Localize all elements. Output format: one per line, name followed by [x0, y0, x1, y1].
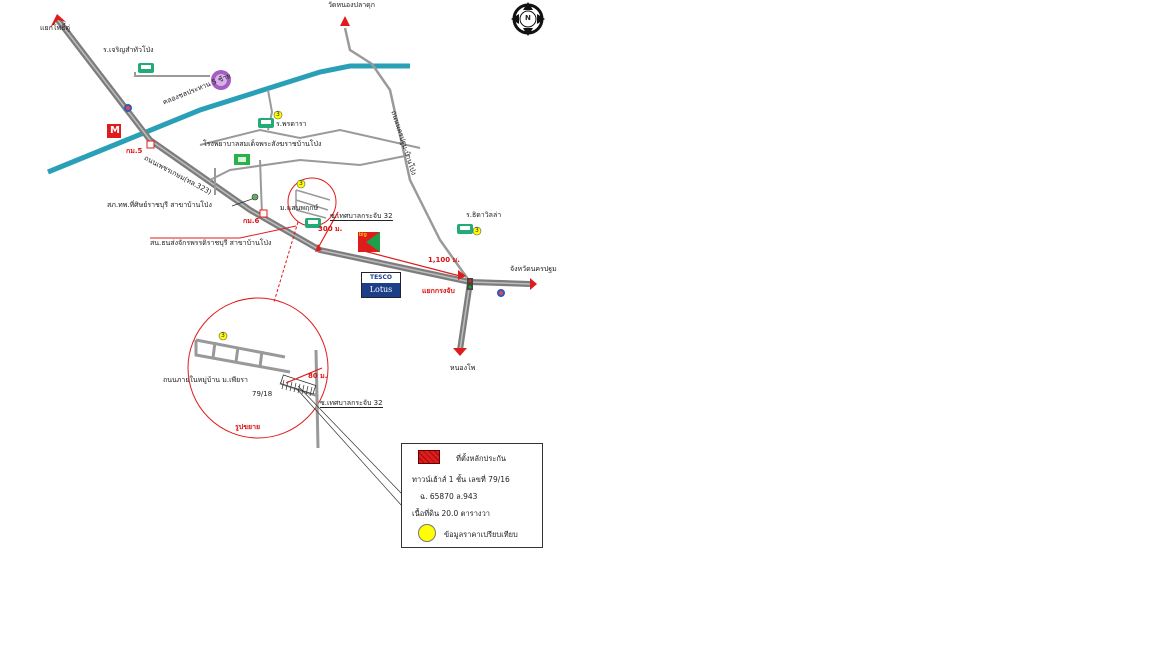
comparison-swatch [418, 524, 436, 542]
comparison-marker [273, 110, 283, 120]
canal-line [47, 63, 410, 175]
school-icon [305, 218, 321, 228]
label-km5: กม.5 [126, 147, 143, 155]
arrow-north-temple [340, 16, 350, 26]
legend-comparison: ข้อมูลราคาเปรียบเทียบ [444, 530, 518, 539]
road-to-temple [343, 27, 472, 283]
comparison-marker [296, 179, 306, 189]
label-inset-caption: รูปขยาย [235, 423, 261, 431]
legend-collateral: ที่ตั้งหลักประกัน [456, 454, 507, 463]
label-inset-soi: ซ.เทศบาลกระจับ 32 [320, 399, 383, 408]
label-police-1: สภ.ทพ.ที่ศิษย์ราชบุรี สาขาบ้านโป่ง [107, 201, 212, 209]
label-to-nakhonpathom: จังหวัดนครปฐม [510, 265, 557, 273]
marker-number: 3 [299, 180, 303, 187]
label-school-mid: ร.พรดารา [276, 120, 307, 128]
label-junction: แยกกรงจับ [422, 287, 455, 295]
tesco-text: TESCO [369, 274, 393, 281]
marker-number: 3 [475, 227, 479, 234]
bigc-label: big [359, 232, 367, 238]
tesco-lotus-logo: TESCO Lotus [361, 272, 401, 298]
label-to-nongpho: หนองโพ [450, 364, 476, 372]
label-top-left-junction: แยกโพธิ์ดู่ [40, 24, 71, 32]
label-inset-road: ถนนภายในหมู่บ้าน ม.เพียรา [163, 376, 248, 384]
label-inset-plot: 79/18 [252, 390, 273, 398]
lotus-text: Lotus [362, 283, 400, 297]
label-top-temple: วัดหนองปลาดุก [328, 1, 375, 9]
label-school-right: ร.ธิดาวิลล่า [466, 211, 502, 219]
school-icon [457, 224, 473, 234]
legend-house-type: ทาวน์เฮ้าส์ 1 ชั้น เลขที่ 79/16 [412, 475, 510, 484]
comparison-marker [472, 226, 482, 236]
marker-number: 3 [276, 111, 280, 118]
traffic-signal-icon [467, 278, 473, 290]
arrow-south [453, 348, 467, 356]
label-school-top: ร.เจริญสำทัวโป่ง [103, 46, 154, 54]
label-dist-300: 300 ม. [318, 225, 343, 233]
comparison-marker [218, 331, 228, 341]
school-icon [258, 118, 274, 128]
inset-circle [187, 297, 329, 439]
label-police-2: สน.ธนส่งจักรพรรดิราชบุรี สาขาบ้านโป่ง [150, 239, 272, 247]
arrow-northwest [50, 14, 66, 28]
label-km6: กม.6 [243, 217, 260, 225]
km-post-icon [259, 209, 268, 218]
km-post-icon [146, 140, 155, 149]
label-dist-1100: 1,100 ม. [428, 256, 460, 264]
school-icon [138, 63, 154, 73]
legend-area: เนื้อที่ดิน 20.0 ตารางวา [412, 509, 491, 518]
arrow-east [530, 278, 537, 290]
label-soi-32: ซ.เทศบาลกระจับ 32 [330, 212, 393, 221]
map-legend: ที่ตั้งหลักประกัน ทาวน์เฮ้าส์ 1 ชั้น เลข… [401, 443, 543, 548]
legend-deed: ฉ. 65870 ล.943 [420, 492, 478, 501]
compass-letter: N [525, 14, 531, 22]
marker-number: 3 [221, 332, 225, 339]
collateral-swatch [418, 450, 440, 464]
label-inset-dist: 80 ม. [308, 372, 328, 380]
label-village: ม.แสนพฤกษ์ [280, 204, 319, 212]
label-hospital: โรงพยาบาลสมเด็จพระสังฆราชบ้านโป่ง [203, 140, 322, 148]
mcdonalds-label: M [110, 125, 120, 136]
mcdonalds-icon [107, 124, 121, 138]
compass-icon [511, 2, 545, 36]
